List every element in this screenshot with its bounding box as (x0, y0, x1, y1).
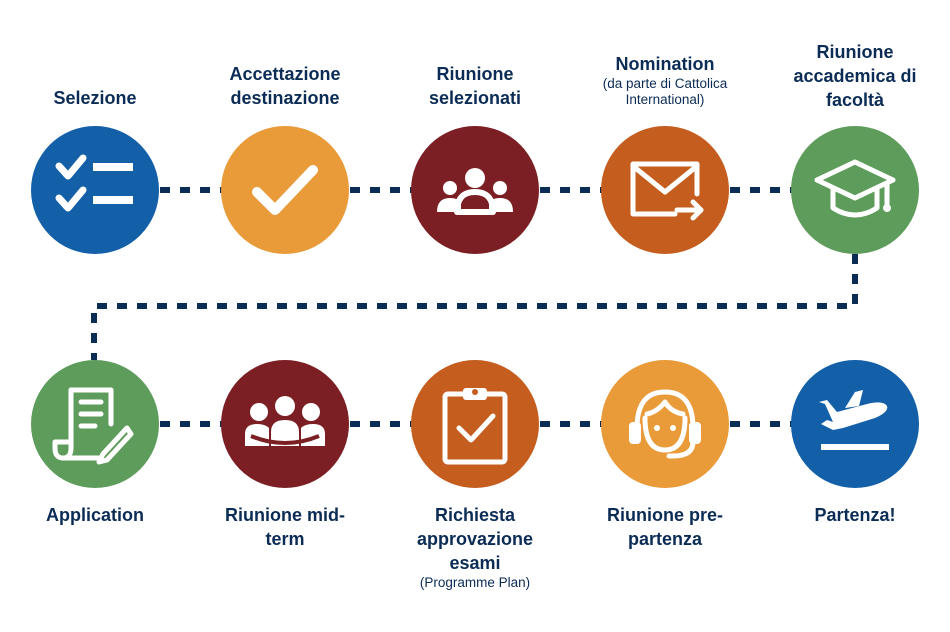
step-circle-accettazione (221, 126, 349, 254)
step-title: Nomination (615, 54, 715, 74)
step-label-riunione-pre-partenza: Riunione pre-partenza (595, 503, 735, 551)
clipboard-check-icon (442, 388, 508, 465)
step-circle-richiesta-approvazione (411, 360, 539, 488)
step-circle-selezione (31, 126, 159, 254)
team-icon (245, 396, 325, 446)
checklist-icon (55, 154, 133, 212)
step-label-riunione-mid-term: Riunione mid-term (225, 503, 345, 551)
step-title: Riunione mid-term (225, 505, 345, 549)
step-title: Riunione accademica di facoltà (793, 42, 917, 110)
step-circle-application (31, 360, 159, 488)
step-circle-nomination (601, 126, 729, 254)
departure-plane-icon (819, 390, 889, 450)
step-title: Application (46, 505, 144, 525)
step-label-richiesta-approvazione: Richiesta approvazione esami (Programme … (400, 503, 550, 591)
step-label-riunione-selezionati: Riunione selezionati (405, 62, 545, 110)
step-label-nomination: Nomination (da parte di Cattolica Intern… (565, 52, 765, 108)
step-circle-riunione-pre-partenza (601, 360, 729, 488)
graduation-cap-icon (814, 159, 896, 218)
envelope-send-icon (630, 161, 704, 221)
step-title: Partenza! (814, 505, 896, 525)
step-title: Richiesta approvazione esami (416, 505, 534, 573)
step-label-partenza: Partenza! (755, 503, 950, 527)
step-circle-riunione-accademica (791, 126, 919, 254)
step-title: Selezione (53, 88, 137, 108)
step-label-riunione-accademica: Riunione accademica di facoltà (790, 40, 920, 112)
connector-5-6 (91, 254, 858, 360)
document-edit-icon (52, 387, 134, 465)
headset-agent-icon (629, 389, 701, 459)
step-circle-riunione-selezionati (411, 126, 539, 254)
step-title: Accettazione destinazione (229, 64, 341, 108)
step-circle-partenza (791, 360, 919, 488)
step-subtitle: (Programme Plan) (419, 575, 531, 590)
step-label-application: Application (0, 503, 195, 527)
step-title: Riunione selezionati (428, 64, 522, 108)
step-title: Riunione pre-partenza (607, 505, 723, 549)
step-label-accettazione: Accettazione destinazione (200, 62, 370, 110)
step-subtitle: (da parte di Cattolica International) (602, 76, 728, 107)
checkmark-icon (252, 165, 318, 215)
step-label-selezione: Selezione (0, 86, 195, 110)
step-circle-riunione-mid-term (221, 360, 349, 488)
meeting-group-icon (437, 168, 513, 215)
